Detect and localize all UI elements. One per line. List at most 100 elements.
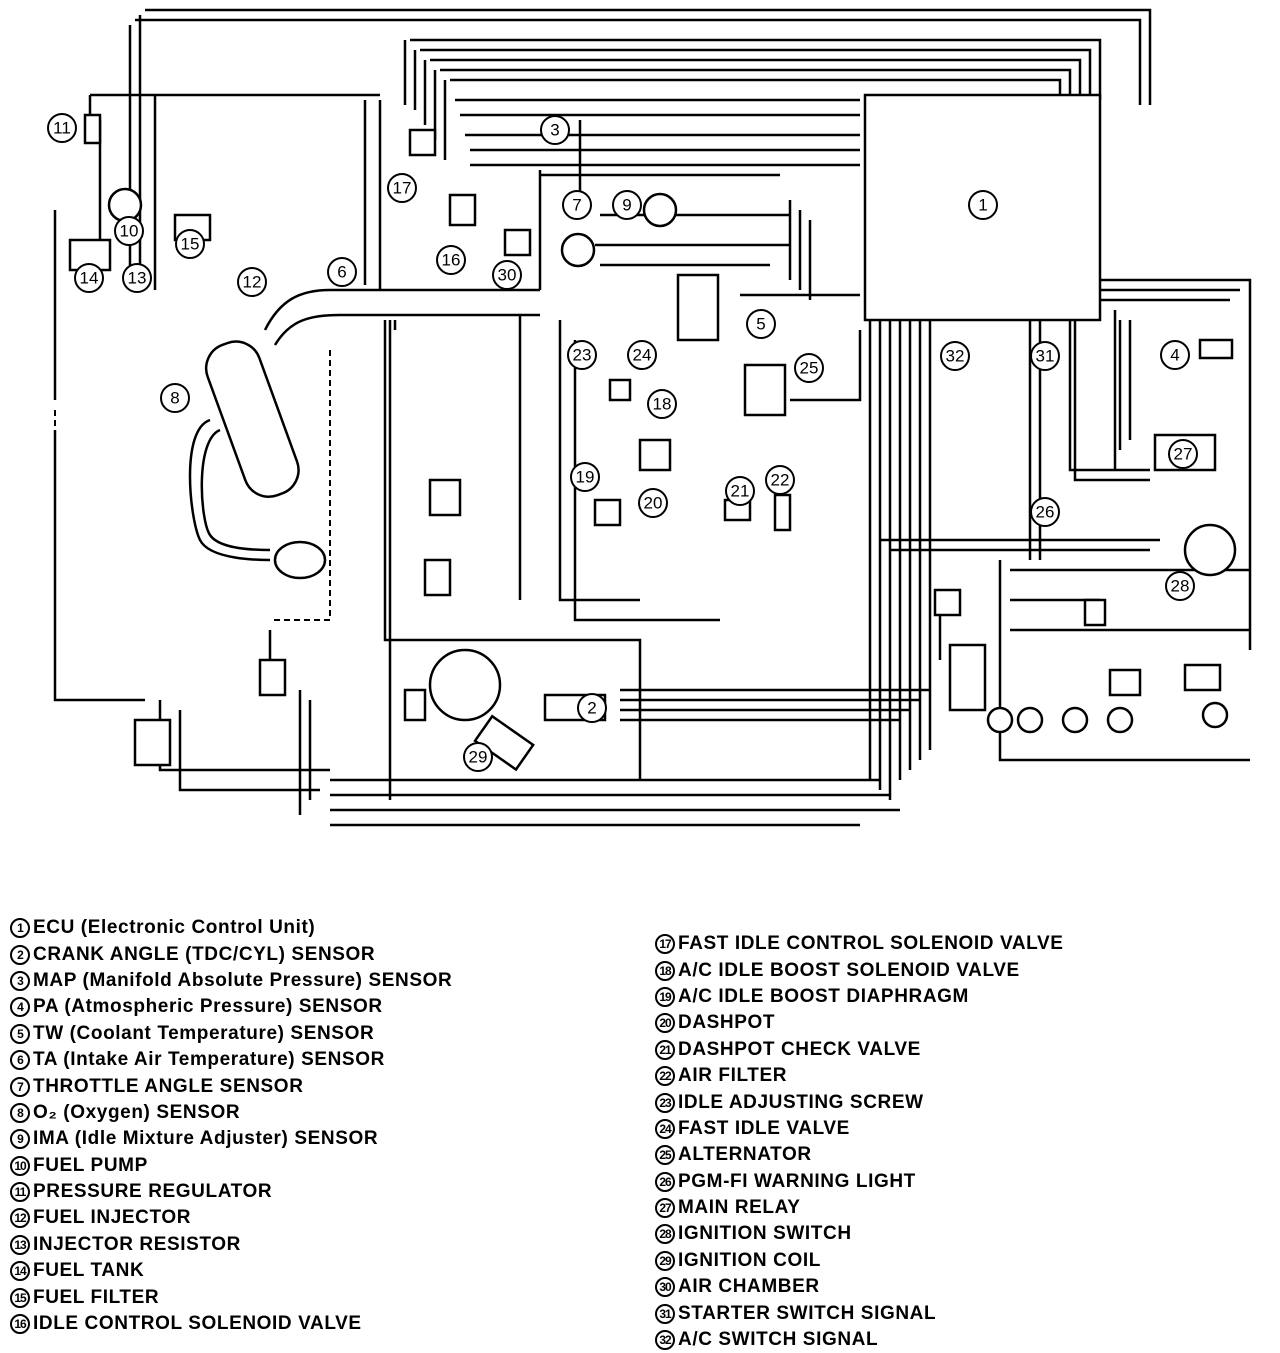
legend-label: A/C IDLE BOOST DIAPHRAGM <box>678 985 969 1007</box>
legend-label: ECU (Electronic Control Unit) <box>33 917 316 939</box>
system-diagram: 1 2 3 4 5 6 7 8 9 10 11 12 13 14 15 16 1… <box>47 8 1252 827</box>
legend-number: 7 <box>10 1076 30 1097</box>
legend-label: MAP (Manifold Absolute Pressure) SENSOR <box>33 969 453 991</box>
legend-number: 20 <box>655 1013 675 1034</box>
callout-8: 8 <box>170 389 179 408</box>
callout-29: 29 <box>469 748 488 767</box>
callout-31: 31 <box>1036 347 1055 366</box>
legend-number: 2 <box>10 944 30 965</box>
callout-11: 11 <box>53 119 71 138</box>
callout-15: 15 <box>181 235 200 254</box>
legend-label: ALTERNATOR <box>678 1144 812 1166</box>
legend-label: PGM-FI WARNING LIGHT <box>678 1170 916 1192</box>
legend-number: 31 <box>655 1303 675 1324</box>
legend-label: DASHPOT <box>678 1012 776 1034</box>
callout-26: 26 <box>1036 503 1055 522</box>
legend-label: INJECTOR RESISTOR <box>33 1233 241 1255</box>
callout-25: 25 <box>800 359 819 378</box>
legend-label: IMA (Idle Mixture Adjuster) SENSOR <box>33 1128 379 1150</box>
legend-number: 12 <box>10 1208 30 1229</box>
legend-number: 24 <box>655 1118 675 1139</box>
legend-label: A/C IDLE BOOST SOLENOID VALVE <box>678 959 1020 981</box>
legend-number: 29 <box>655 1250 675 1271</box>
legend-number: 22 <box>655 1066 675 1087</box>
callout-20: 20 <box>644 494 663 513</box>
legend-number: 8 <box>10 1102 30 1123</box>
legend-label: DASHPOT CHECK VALVE <box>678 1038 921 1060</box>
callout-9: 9 <box>622 196 631 215</box>
legend-label: O₂ (Oxygen) SENSOR <box>33 1101 241 1123</box>
legend-label: PA (Atmospheric Pressure) SENSOR <box>33 996 383 1018</box>
legend-number: 18 <box>655 960 675 981</box>
legend-number: 25 <box>655 1145 675 1166</box>
callout-12: 12 <box>243 273 262 292</box>
legend-label: FUEL INJECTOR <box>33 1207 192 1229</box>
callout-13: 13 <box>128 269 147 288</box>
legend-number: 16 <box>10 1314 30 1335</box>
legend-number: 17 <box>655 934 675 955</box>
legend-number: 14 <box>10 1261 30 1282</box>
legend-label: MAIN RELAY <box>678 1197 801 1219</box>
legend-number: 10 <box>10 1155 30 1176</box>
legend-label: TA (Intake Air Temperature) SENSOR <box>33 1049 385 1071</box>
legend-number: 9 <box>10 1129 30 1150</box>
callout-27: 27 <box>1174 445 1193 464</box>
legend-label: IDLE ADJUSTING SCREW <box>678 1091 924 1113</box>
legend-label: A/C SWITCH SIGNAL <box>678 1329 879 1351</box>
callout-18: 18 <box>653 395 672 414</box>
callout-14: 14 <box>80 269 99 288</box>
callout-32: 32 <box>946 347 965 366</box>
callout-1: 1 <box>978 196 987 215</box>
legend-label: IGNITION COIL <box>678 1249 821 1271</box>
legend-label: FAST IDLE VALVE <box>678 1117 850 1139</box>
legend-number: 19 <box>655 986 675 1007</box>
legend-label: FUEL PUMP <box>33 1154 148 1176</box>
callout-16: 16 <box>442 251 461 270</box>
legend-number: 21 <box>655 1039 675 1060</box>
legend-label: CRANK ANGLE (TDC/CYL) SENSOR <box>33 943 376 965</box>
callout-21: 21 <box>731 482 750 501</box>
callout-23: 23 <box>573 346 592 365</box>
legend-number: 27 <box>655 1198 675 1219</box>
callout-6: 6 <box>337 263 346 282</box>
legend-label: TW (Coolant Temperature) SENSOR <box>33 1022 375 1044</box>
callout-2: 2 <box>587 699 596 718</box>
legend-label: AIR CHAMBER <box>678 1276 820 1298</box>
legend-label: FAST IDLE CONTROL SOLENOID VALVE <box>678 933 1064 955</box>
legend-label: FUEL FILTER <box>33 1286 160 1308</box>
legend-number: 28 <box>655 1224 675 1245</box>
legend-label: STARTER SWITCH SIGNAL <box>678 1302 937 1324</box>
callout-7: 7 <box>572 196 581 215</box>
legend-number: 1 <box>10 918 30 939</box>
legend-number: 26 <box>655 1171 675 1192</box>
callout-22: 22 <box>771 471 790 490</box>
legend-number: 15 <box>10 1287 30 1308</box>
legend-label: THROTTLE ANGLE SENSOR <box>33 1075 304 1097</box>
legend-number: 11 <box>10 1182 30 1203</box>
callout-10: 10 <box>120 222 139 241</box>
legend-number: 23 <box>655 1092 675 1113</box>
